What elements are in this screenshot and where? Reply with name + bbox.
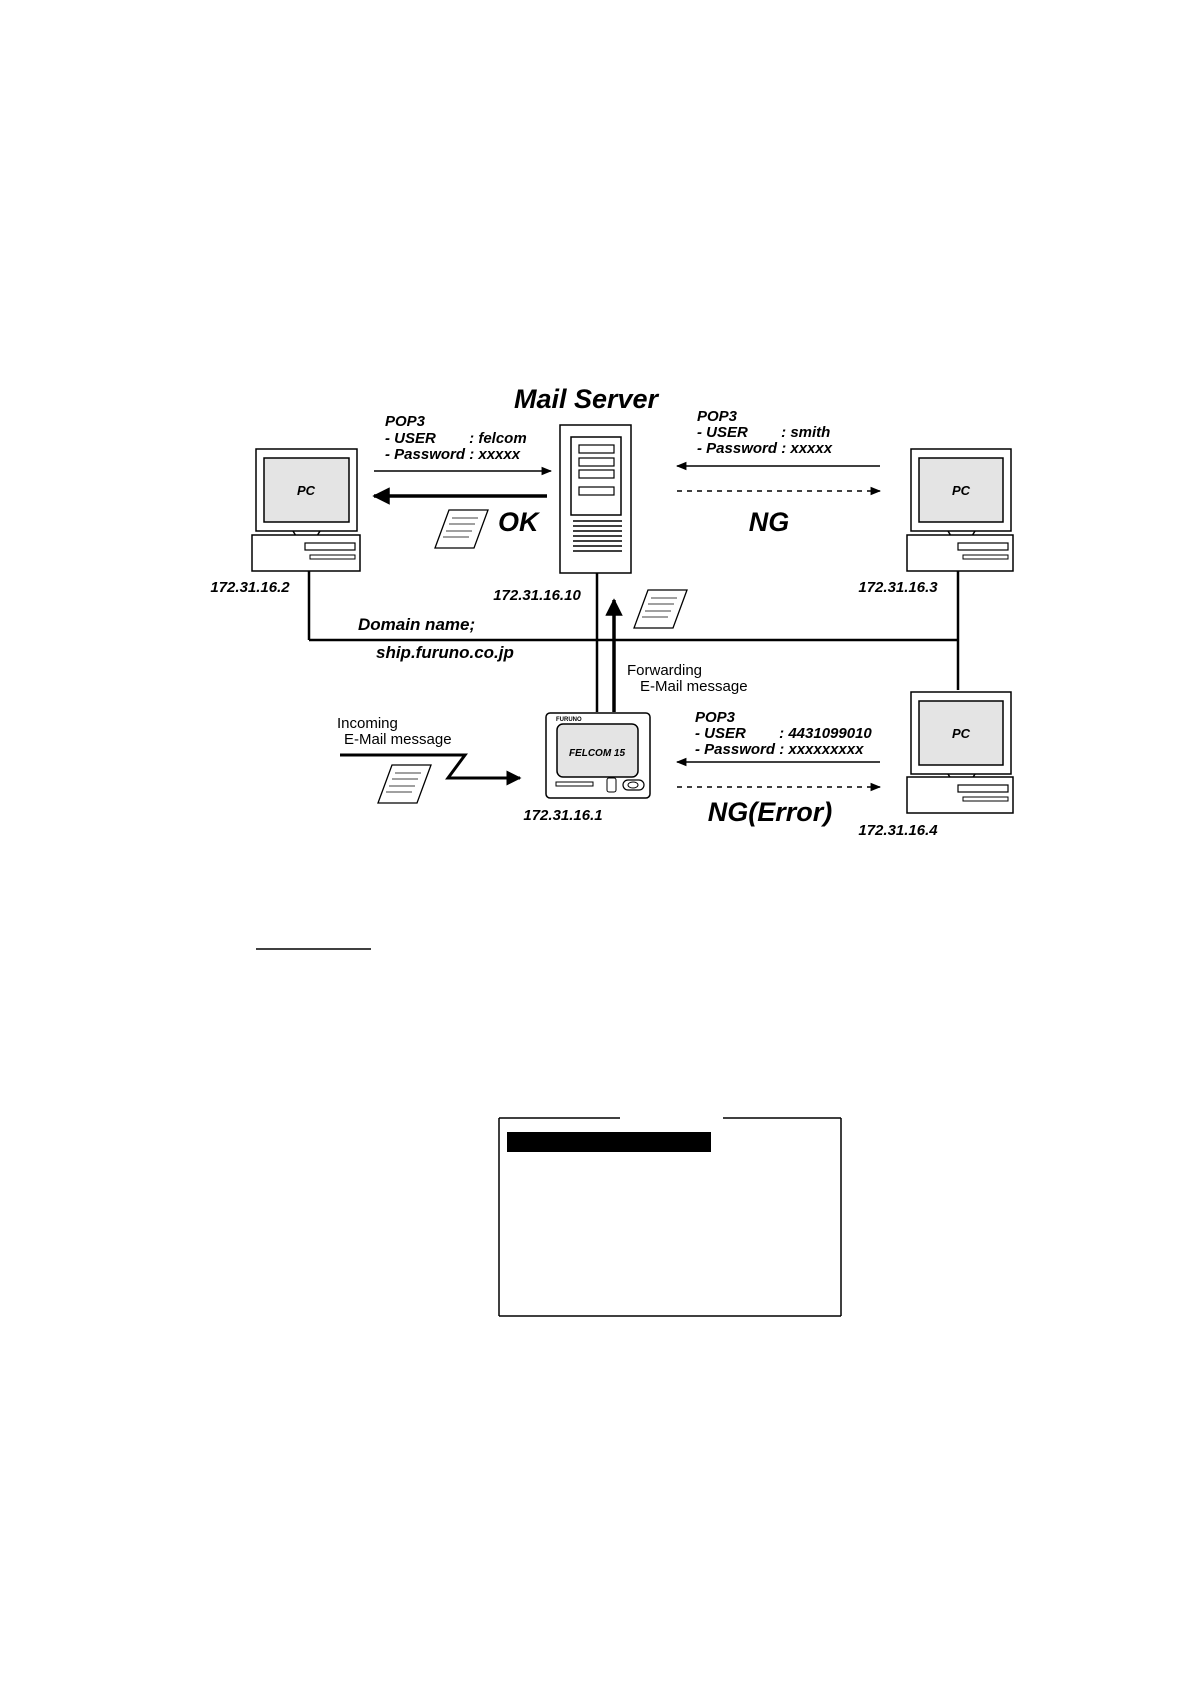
pc-right-top-result: NG: [749, 507, 790, 537]
forwarding-line1: Forwarding: [627, 662, 702, 679]
pc-right-top-label: PC: [952, 483, 971, 498]
pc-right-top: [906, 448, 1014, 572]
pc-right-bottom-pop3-header: POP3: [695, 709, 736, 726]
server-vents: [573, 520, 622, 552]
server-ip: 172.31.16.10: [493, 587, 581, 604]
felcom-brand: FURUNO: [556, 717, 582, 723]
lan-lines: [307, 569, 960, 712]
pc-right-bottom-ip: 172.31.16.4: [858, 822, 938, 839]
pc-left-ip: 172.31.16.2: [210, 579, 290, 596]
mail-envelope-forward: [633, 589, 688, 629]
pc-left-pop3-password: - Password : xxxxx: [385, 446, 521, 463]
pc-right-top-pop3-password: - Password : xxxxx: [697, 440, 833, 457]
highlight-bar: [507, 1132, 711, 1152]
felcom-model: FELCOM 15: [569, 748, 626, 759]
incoming-arrow: [340, 753, 522, 786]
pc-right-bottom-result: NG(Error): [708, 797, 833, 827]
pc-left-label: PC: [297, 483, 316, 498]
pc-left-result: OK: [498, 507, 541, 537]
mail-envelope-left: [434, 509, 489, 549]
pc-right-top-pop3-user: - USER : smith: [697, 424, 830, 441]
server-title: Mail Server: [514, 384, 660, 414]
pc-right-top-pop3-header: POP3: [697, 408, 738, 425]
pc-right-bottom: [906, 691, 1014, 814]
screen-panel: [498, 1117, 842, 1317]
domain-value: ship.furuno.co.jp: [376, 643, 514, 662]
forwarding-line2: E-Mail message: [640, 678, 748, 695]
pc-right-top-ip: 172.31.16.3: [858, 579, 938, 596]
pc-left-pop3-header: POP3: [385, 413, 426, 430]
pc-left-pop3-user: - USER : felcom: [385, 430, 527, 447]
mail-server: [559, 424, 632, 574]
mail-envelope-incoming: [377, 764, 432, 804]
domain-label: Domain name;: [358, 615, 475, 634]
pc-right-bottom-pop3-password: - Password : xxxxxxxxx: [695, 741, 864, 758]
felcom-terminal: [545, 712, 651, 799]
felcom-ip: 172.31.16.1: [523, 807, 602, 824]
incoming-line2: E-Mail message: [344, 731, 452, 748]
pc-right-bottom-label: PC: [952, 726, 971, 741]
incoming-line1: Incoming: [337, 715, 398, 732]
pc-left: [251, 448, 361, 572]
pc-right-bottom-pop3-user: - USER : 4431099010: [695, 725, 872, 742]
